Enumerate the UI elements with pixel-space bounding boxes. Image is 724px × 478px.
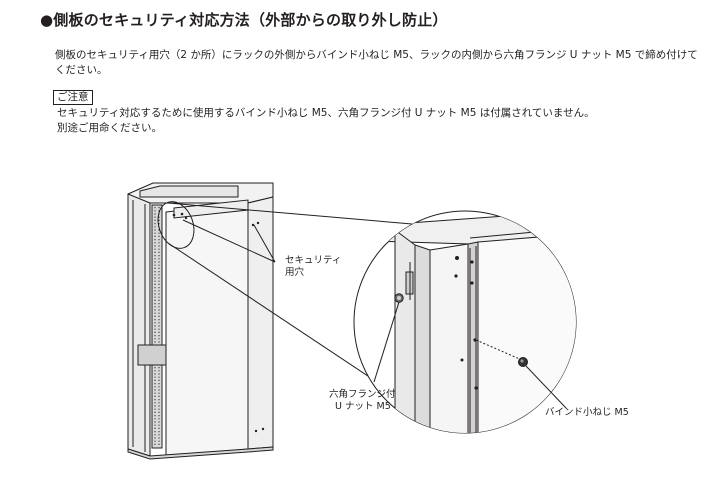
security-hole-label-line2: 用穴: [285, 267, 305, 278]
note-label: ご注意: [53, 90, 93, 105]
instruction-text: 側板のセキュリティ用穴（2 か所）にラックの外側からバインド小ねじ M5、ラック…: [55, 49, 698, 76]
note-line-2: 別途ご用命ください。: [57, 122, 162, 134]
security-hole-label: セキュリティ 用穴: [285, 255, 341, 279]
hex-nut-label-line2: U ナット M5: [335, 401, 391, 412]
note-body: セキュリティ対応するために使用するバインド小ねじ M5、六角フランジ付 U ナッ…: [57, 106, 707, 136]
hex-nut-label: 六角フランジ付 U ナット M5: [329, 389, 396, 413]
note-line-1: セキュリティ対応するために使用するバインド小ねじ M5、六角フランジ付 U ナッ…: [57, 107, 595, 119]
security-hole-label-line1: セキュリティ: [285, 255, 342, 266]
page-title: ●側板のセキュリティ対応方法（外部からの取り外し防止）: [40, 11, 448, 29]
hex-nut-label-line1: 六角フランジ付: [329, 389, 396, 400]
bind-screw-label: バインド小ねじ M5: [545, 407, 629, 418]
